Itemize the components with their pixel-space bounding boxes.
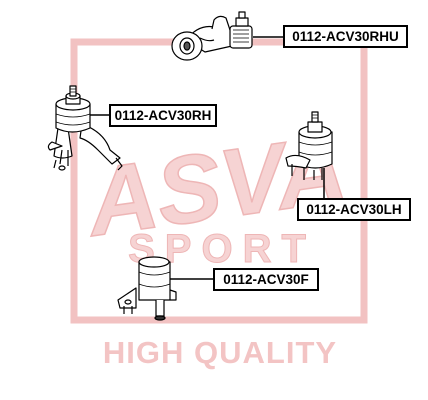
leader-lines [90, 36, 325, 280]
part-label-rhu: 0112-ACV30RHU [283, 25, 408, 48]
part-label-lh: 0112-ACV30LH [297, 198, 411, 221]
part-label-f: 0112-ACV30F [213, 268, 319, 291]
part-rh-drawing [47, 85, 123, 171]
part-f-drawing [117, 256, 177, 321]
part-lh-drawing [285, 111, 333, 180]
part-label-rh: 0112-ACV30RH [109, 104, 217, 127]
part-rhu-drawing [171, 11, 253, 61]
watermark-slogan: HIGH QUALITY [102, 335, 338, 370]
